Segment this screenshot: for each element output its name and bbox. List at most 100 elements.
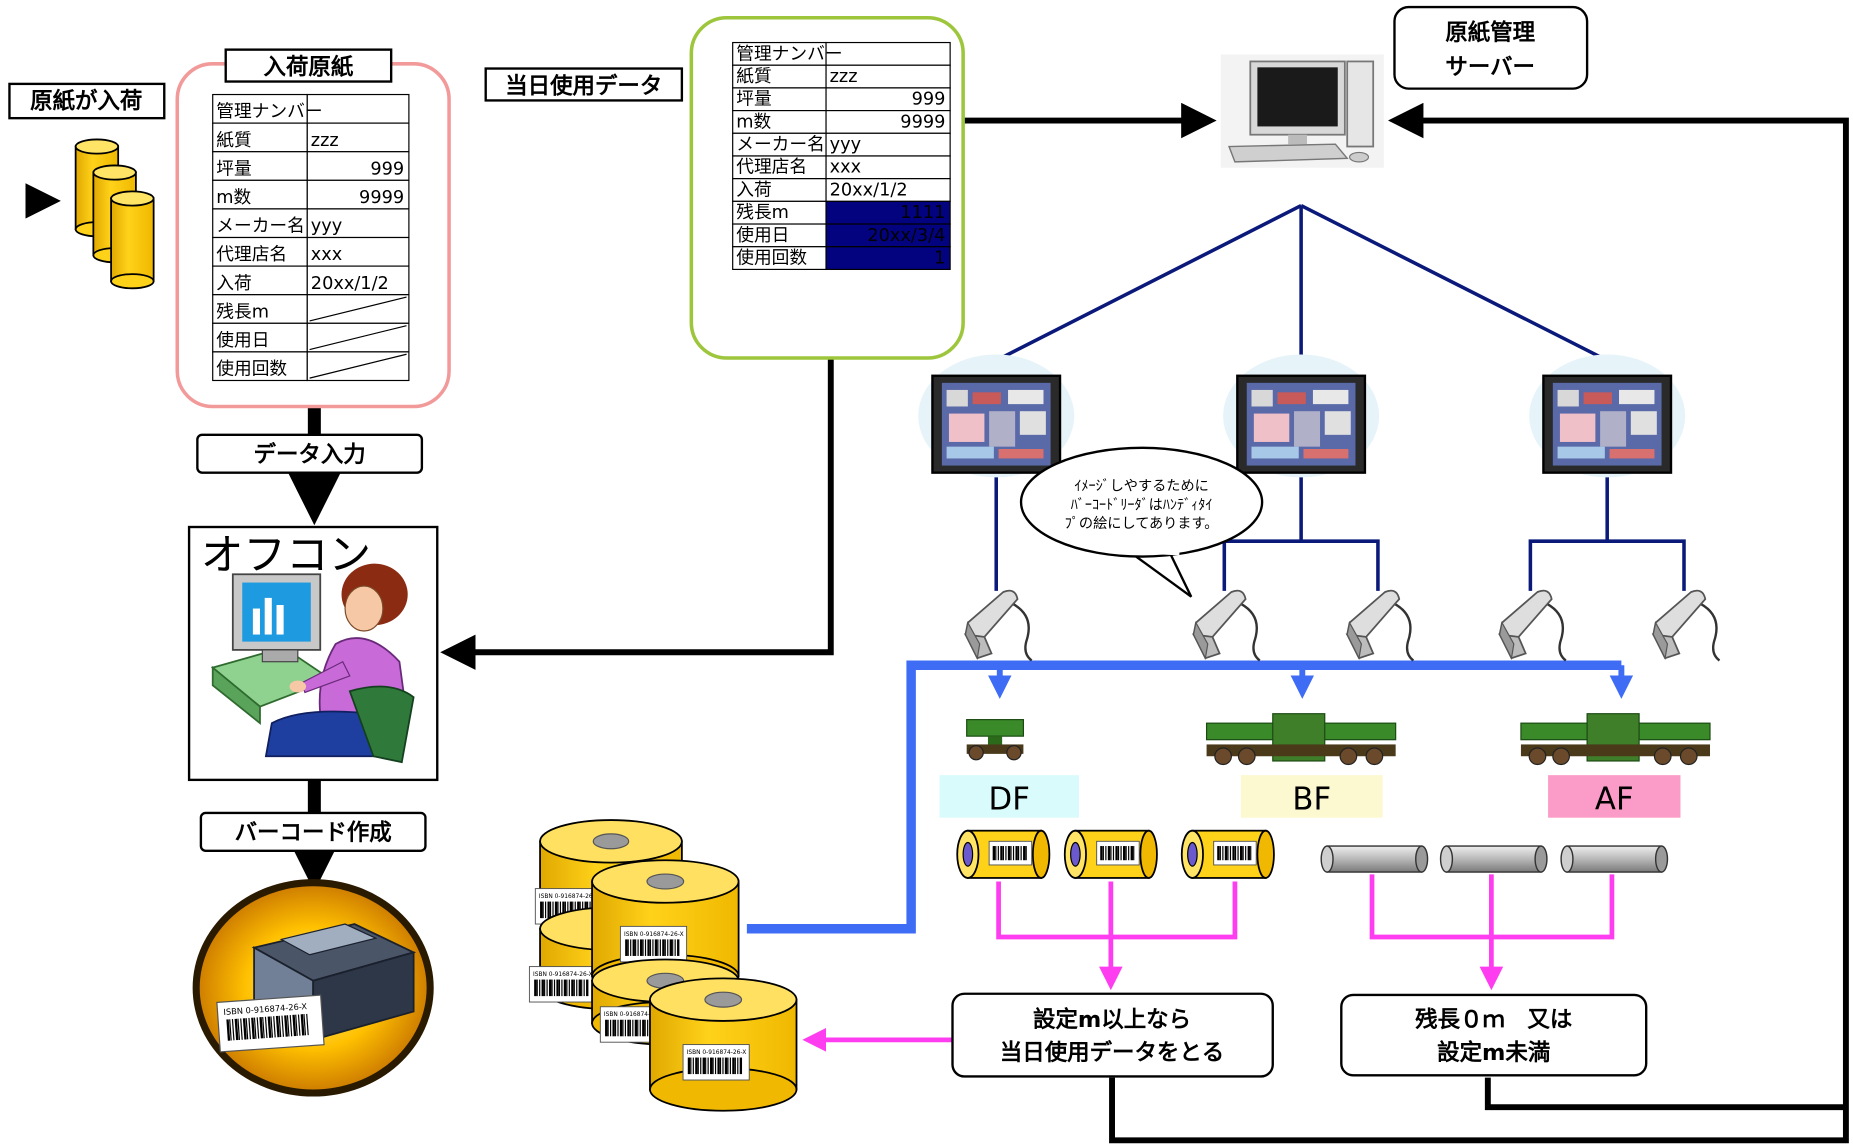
table-cell-value: yyy xyxy=(311,217,342,237)
svg-text:ﾌﾟの絵にしてあります。: ﾌﾟの絵にしてあります。 xyxy=(1065,516,1219,532)
today-data-title: 当日使用データ xyxy=(484,67,684,102)
svg-text:当日使用データをとる: 当日使用データをとる xyxy=(1000,1039,1224,1066)
table-cell-value: 20xx/1/2 xyxy=(311,274,389,294)
table-cell-value: zzz xyxy=(311,131,339,151)
barcode-printer-icon: ISBN 0-916874-26-X xyxy=(192,879,434,1097)
table-cell-label: 代理店名 xyxy=(216,244,287,265)
table-cell-value: 20xx/3/4 xyxy=(867,226,945,246)
svg-text:当日使用データ: 当日使用データ xyxy=(505,72,662,99)
table-row: 紙質 zzz xyxy=(732,64,951,89)
table-cell-label: 代理店名 xyxy=(736,157,807,178)
connectors xyxy=(25,102,1849,1144)
today-to-office-arrow xyxy=(440,358,834,670)
end-box-to-return-line xyxy=(1484,1077,1846,1111)
table-row: 坪量 999 xyxy=(732,87,951,112)
table-row: 代理店名 xxx xyxy=(732,155,951,180)
touch-panel-icon xyxy=(1529,354,1686,478)
callout-bubble: ｲﾒｰｼﾞしやするために ﾊﾞｰｺｰﾄﾞﾘｰﾀﾞはﾊﾝﾃﾞｨﾀｲ ﾌﾟの絵にして… xyxy=(1019,446,1264,598)
table-cell-label: 使用日 xyxy=(216,330,269,351)
keep-collector xyxy=(996,881,1238,991)
table-cell-value: 999 xyxy=(370,159,404,179)
table-cell-label: メーカー名 xyxy=(736,134,825,155)
office-worker-icon xyxy=(210,563,415,764)
used-roll-icon xyxy=(1180,829,1275,879)
svg-text:DF: DF xyxy=(989,781,1030,817)
svg-text:原紙が入荷: 原紙が入荷 xyxy=(30,88,142,115)
bf-label: BF xyxy=(1240,775,1383,818)
return-to-server-line xyxy=(1109,102,1849,1144)
svg-text:データ入力: データ入力 xyxy=(254,441,366,468)
empty-core-icon xyxy=(1560,845,1669,873)
table-row: 管理ナンバー xyxy=(212,93,410,124)
large-paper-roll-icon: ISBN 0-916874-26-X xyxy=(649,977,798,1112)
table-cell-value: xxx xyxy=(830,158,861,178)
table-cell-label: m数 xyxy=(216,187,251,208)
svg-text:サーバー: サーバー xyxy=(1445,54,1535,80)
table-cell-label: 紙質 xyxy=(736,66,771,87)
table-cell-value: 9999 xyxy=(900,112,945,132)
svg-text:ｲﾒｰｼﾞしやするために: ｲﾒｰｼﾞしやするために xyxy=(1074,478,1209,494)
desktop-computer-icon xyxy=(1220,54,1384,168)
table-cell-value: 20xx/1/2 xyxy=(830,180,908,200)
barcode-create-label: バーコード作成 xyxy=(199,811,427,852)
table-cell-value: 1 xyxy=(934,249,945,269)
handheld-barcode-scanner-icon-group xyxy=(963,589,1721,662)
handheld-barcode-scanner-icon xyxy=(1192,589,1261,662)
svg-text:AF: AF xyxy=(1595,781,1634,817)
table-cell-label: 坪量 xyxy=(216,158,251,179)
table-row: 代理店名 xxx xyxy=(212,236,410,267)
svg-text:ISBN 0-916874-26-X: ISBN 0-916874-26-X xyxy=(604,1012,664,1018)
end-collector xyxy=(1369,874,1615,991)
network-tree xyxy=(994,204,1686,591)
end-roll-box: 残長０ｍ 又は 設定m未満 xyxy=(1340,993,1648,1077)
table-cell-label: 入荷 xyxy=(216,273,251,294)
splicer-unit-icon-af xyxy=(1520,713,1711,766)
svg-text:バーコード作成: バーコード作成 xyxy=(235,820,392,846)
svg-text:BF: BF xyxy=(1292,781,1331,817)
table-cell-value: 999 xyxy=(912,90,946,110)
roll-feed-line xyxy=(746,660,1622,934)
table-cell-value: yyy xyxy=(830,135,861,155)
table-cell-label: 使用回数 xyxy=(216,359,287,380)
svg-text:ﾊﾞｰｺｰﾄﾞﾘｰﾀﾞはﾊﾝﾃﾞｨﾀｲ: ﾊﾞｰｺｰﾄﾞﾘｰﾀﾞはﾊﾝﾃﾞｨﾀｲ xyxy=(1071,497,1213,513)
used-roll-icon xyxy=(1063,829,1158,879)
arrival-label: 原紙が入荷 xyxy=(8,82,166,120)
incoming-paper-title: 入荷原紙 xyxy=(224,48,393,83)
table-cell-value: zzz xyxy=(830,67,858,87)
table-row: 使用日 xyxy=(212,322,410,353)
svg-text:原紙管理: 原紙管理 xyxy=(1445,19,1535,46)
handheld-barcode-scanner-icon xyxy=(1651,589,1721,662)
splicer-unit-icon-bf xyxy=(1205,713,1397,766)
server-label: 原紙管理 サーバー xyxy=(1393,5,1589,90)
svg-text:設定m以上なら: 設定m以上なら xyxy=(1033,1006,1191,1033)
table-row: 残長m xyxy=(212,294,410,324)
data-input-label: データ入力 xyxy=(196,433,424,474)
table-cell-value: xxx xyxy=(311,245,342,265)
empty-core-icon xyxy=(1320,845,1429,873)
paper-roll-stack-icon xyxy=(74,138,155,290)
handheld-barcode-scanner-icon xyxy=(1345,589,1415,662)
table-row: 使用回数 xyxy=(212,351,410,382)
table-row: 管理ナンバー xyxy=(732,41,951,66)
handheld-barcode-scanner-icon xyxy=(1498,589,1567,662)
empty-core-icon-group xyxy=(1320,845,1669,873)
table-cell-label: 坪量 xyxy=(736,89,771,110)
touch-panel-icon-group xyxy=(918,354,1686,478)
keep-data-box: 設定m以上なら 当日使用データをとる xyxy=(951,992,1274,1078)
table-row: 入荷 20xx/1/2 xyxy=(212,265,410,296)
empty-core-icon xyxy=(1439,845,1548,873)
office-computer-box: オフコン xyxy=(187,525,439,782)
svg-text:ISBN 0-916874-26-X: ISBN 0-916874-26-X xyxy=(624,932,684,938)
